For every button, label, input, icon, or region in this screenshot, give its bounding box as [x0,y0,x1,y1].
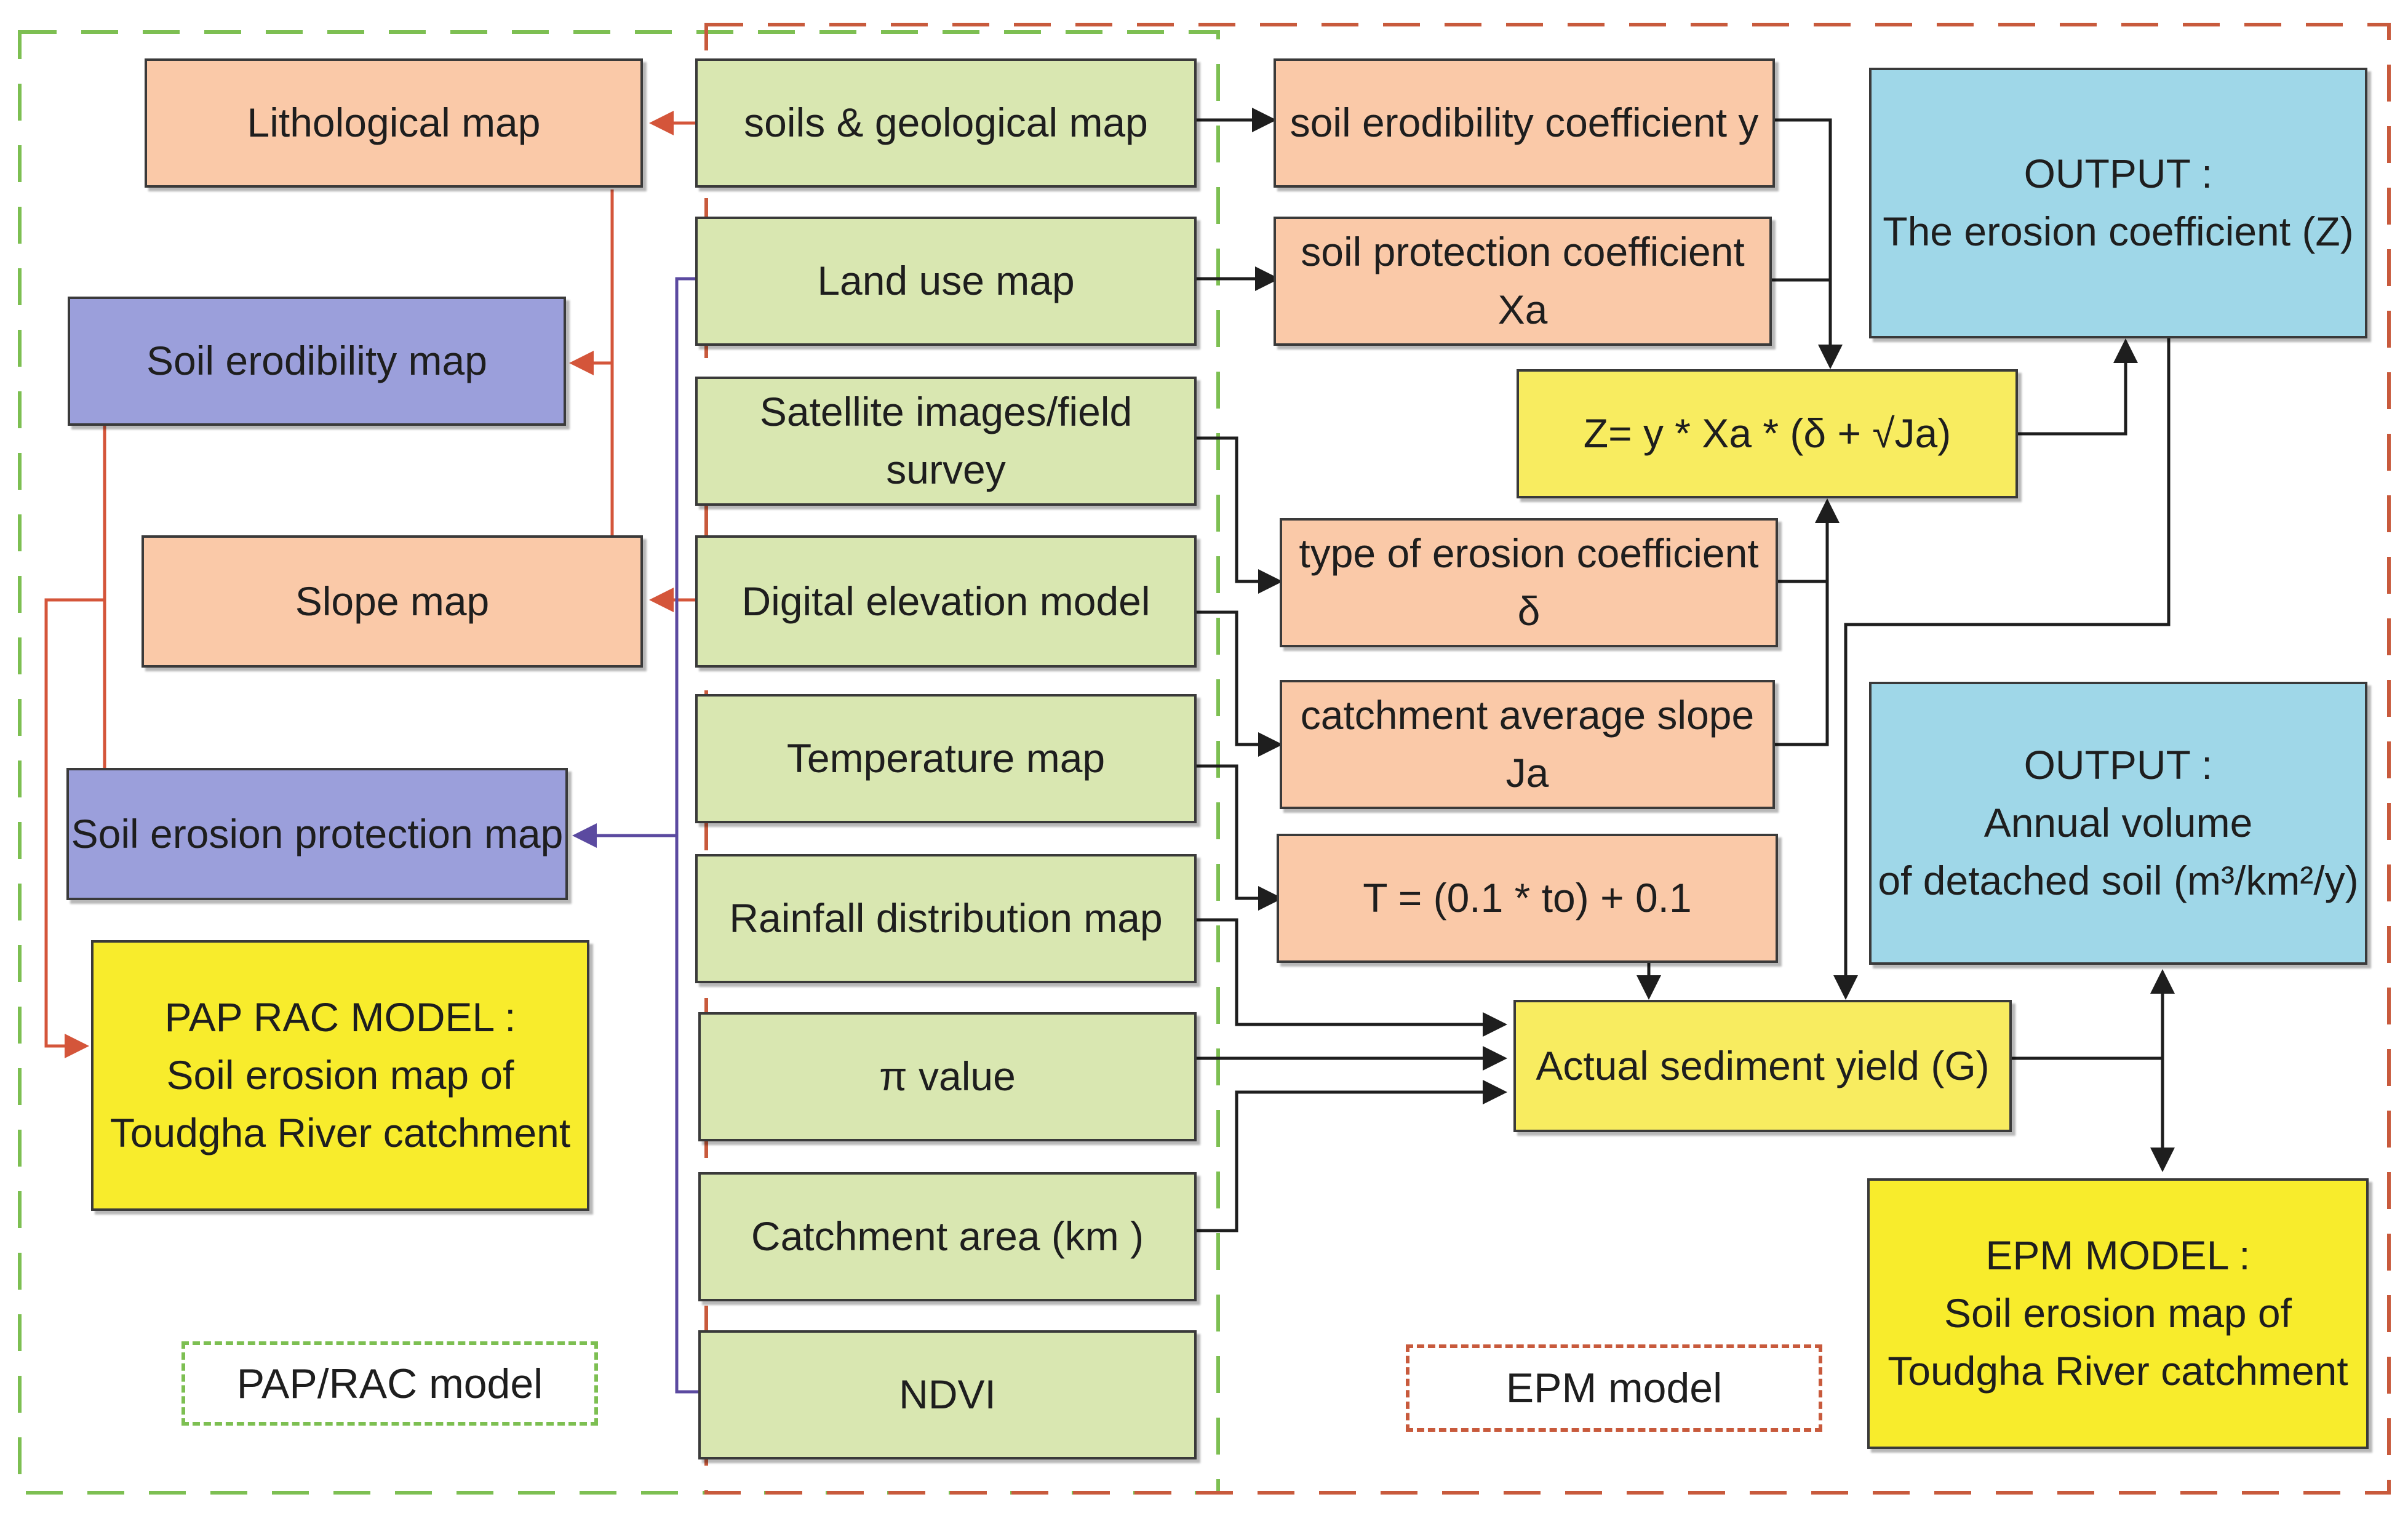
input-ndvi: NDVI [698,1330,1197,1459]
pap-rac-model-line3: Toudgha River catchment [110,1109,571,1156]
input-satellite-images: Satellite images/field survey [695,377,1197,506]
input-land-use-map: Land use map [695,217,1197,346]
formula-z-box: Z= y * Xa * (δ + √Ja) [1517,369,2018,498]
arrow-rainfall-to-g [1197,918,1507,1037]
output-z-title: OUTPUT : [2023,151,2213,197]
output-erosion-coefficient-box: OUTPUT : The erosion coefficient (Z) [1869,68,2367,338]
epm-legend-label: EPM model [1505,1365,1723,1411]
coef-label: catchment average slope Ja [1300,692,1755,796]
lithological-map-label: Lithological map [247,100,541,146]
input-label: Rainfall distribution map [729,895,1163,941]
output-volume-text: OUTPUT : Annual volume of detached soil … [1878,737,2358,909]
pap-rac-model-line2: Soil erosion map of [166,1052,514,1098]
arrow-satellite-to-delta [1197,436,1283,594]
coef-label: soil erodibility coefficient y [1290,100,1759,146]
coef-soil-protection-xa: soil protection coefficient Xa [1274,217,1772,346]
formula-z-label: Z= y * Xa * (δ + √Ja) [1583,410,1952,457]
arrow-z-to-output [2018,338,2138,436]
input-rainfall-distribution-map: Rainfall distribution map [695,854,1197,983]
input-label: NDVI [899,1371,996,1418]
arrow-delta-ja-to-z [1778,498,1840,583]
input-catchment-area: Catchment area (km ) [698,1172,1197,1301]
sediment-yield-label: Actual sediment yield (G) [1536,1042,1990,1088]
epm-model-text: EPM MODEL : Soil erosion map of Toudgha … [1888,1227,2348,1400]
line-ja-join [1775,581,1829,746]
soil-erodibility-map-box: Soil erodibility map [68,297,566,426]
output-volume-line2: Annual volume [1983,800,2253,846]
arrow-to-pap-rac [44,598,105,1058]
coef-label: type of erosion coefficient δ [1299,530,1759,634]
input-label: Temperature map [786,735,1106,781]
slope-map-box: Slope map [142,535,643,668]
pap-rac-model-text: PAP RAC MODEL : Soil erosion map of Toud… [110,989,570,1162]
pap-rac-panel-border [18,30,1220,1495]
coef-label: soil protection coefficient Xa [1301,229,1745,332]
coef-soil-erodibility-y: soil erodibility coefficient y [1274,58,1775,188]
output-volume-line3: of detached soil (m³/km²/y) [1878,857,2359,903]
epm-model-box: EPM MODEL : Soil erosion map of Toudgha … [1867,1178,2369,1449]
formula-t-label: T = (0.1 * to) + 0.1 [1363,875,1692,921]
input-label: Satellite images/field survey [759,389,1133,492]
input-label: Catchment area (km ) [751,1213,1144,1260]
arrow-y-xa-to-z [1775,118,1843,369]
output-z-text: OUTPUT : The erosion coefficient (Z) [1883,145,2353,260]
arrow-catchment-to-g [1197,1080,1507,1232]
pap-rac-model-title: PAP RAC MODEL : [164,994,516,1040]
pap-rac-legend: PAP/RAC model [181,1341,598,1426]
sediment-yield-box: Actual sediment yield (G) [1513,1000,2012,1132]
arrow-output-to-g [1833,338,2171,1000]
input-label: Digital elevation model [741,578,1150,624]
input-soils-geological-map: soils & geological map [695,58,1197,188]
coef-catchment-slope-ja: catchment average slope Ja [1280,680,1775,809]
arrow-dem-to-ja [1197,610,1283,757]
epm-legend: EPM model [1406,1344,1822,1432]
soil-erosion-protection-map-box: Soil erosion protection map [66,768,568,900]
soil-erodibility-map-label: Soil erodibility map [146,338,487,384]
input-pi-value: π value [698,1012,1197,1141]
formula-t: T = (0.1 * to) + 0.1 [1277,834,1778,963]
output-volume-title: OUTPUT : [2023,742,2213,788]
output-z-desc: The erosion coefficient (Z) [1883,209,2354,254]
epm-model-title: EPM MODEL : [1985,1232,2251,1279]
pap-rac-legend-label: PAP/RAC model [236,1360,543,1407]
input-temperature-map: Temperature map [695,694,1197,823]
epm-model-line3: Toudgha River catchment [1888,1347,2348,1394]
slope-map-label: Slope map [295,578,490,624]
input-label: π value [879,1053,1016,1100]
epm-model-line2: Soil erosion map of [1944,1290,2292,1336]
coef-type-of-erosion-delta: type of erosion coefficient δ [1280,518,1778,647]
input-label: Land use map [817,258,1075,304]
pap-rac-model-box: PAP RAC MODEL : Soil erosion map of Toud… [91,940,589,1211]
arrow-temp-to-t [1197,764,1283,911]
input-digital-elevation-model: Digital elevation model [695,535,1197,668]
output-annual-volume-box: OUTPUT : Annual volume of detached soil … [1869,682,2367,965]
lithological-map-box: Lithological map [145,58,643,188]
input-label: soils & geological map [744,100,1148,146]
soil-erosion-protection-map-label: Soil erosion protection map [71,810,564,856]
